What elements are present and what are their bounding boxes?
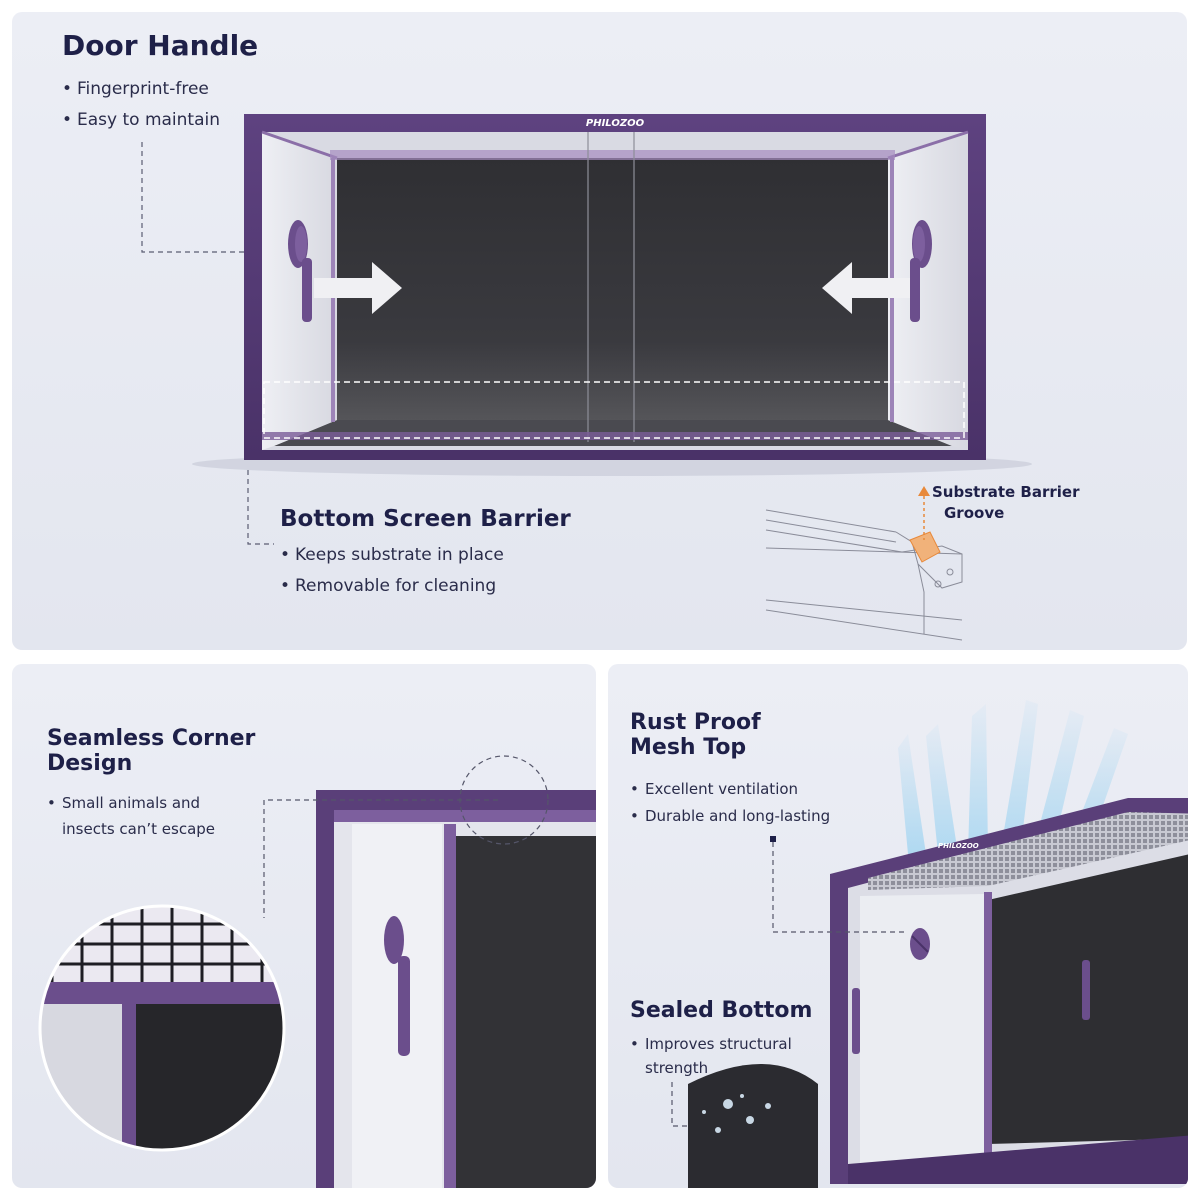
- airflow-arrows-icon: [898, 700, 1128, 854]
- door-handle-title: Door Handle: [62, 29, 259, 62]
- enclosure-back-wall: [456, 836, 596, 1188]
- bullet-item: Excellent ventilation: [630, 776, 830, 803]
- bottom-barrier-highlight: [263, 381, 965, 439]
- seamless-corner-feature-panel: Seamless Corner Design Small animals and…: [12, 664, 596, 1188]
- mesh-top: [868, 812, 1188, 890]
- bullet-item: Improves structural strength: [630, 1032, 820, 1080]
- bottom-barrier-leader-line: [247, 470, 274, 545]
- mesh-top-bullets: Excellent ventilation Durable and long-l…: [630, 776, 830, 830]
- groove-callout-label: Substrate Barrier Groove: [932, 482, 1079, 524]
- mesh-leader-marker: [770, 836, 776, 842]
- corner-closeup-illustration: [38, 755, 596, 1188]
- door-handle: [384, 916, 410, 1056]
- enclosure-angled: PHILOZOO: [830, 798, 1188, 1184]
- door-handle-feature-panel: PHILOZOO: [12, 12, 1187, 650]
- mesh-top-feature-panel: PHILOZOO Rust Proof Mesh Top Excellent v…: [608, 664, 1188, 1188]
- water-droplets-closeup: [688, 1064, 818, 1188]
- groove-label-line2: Groove: [944, 504, 1005, 522]
- groove-diagram: [765, 509, 963, 641]
- slide-left-arrow-icon: [822, 262, 910, 314]
- sealed-bottom-title: Sealed Bottom: [630, 998, 813, 1023]
- bullet-item: Durable and long-lasting: [630, 803, 830, 830]
- left-door-handle: [288, 220, 312, 322]
- mesh-top-illustration: PHILOZOO: [671, 700, 1188, 1188]
- bullet-item: Keeps substrate in place: [280, 540, 504, 571]
- corner-leader-line: [263, 799, 498, 918]
- bullet-item: Removable for cleaning: [280, 571, 504, 602]
- mesh-leader-line: [772, 842, 906, 933]
- sealed-leader-line: [671, 1082, 688, 1127]
- door-handle-leader-line: [141, 142, 244, 253]
- sealed-bottom-bullets: Improves structural strength: [630, 1032, 820, 1080]
- groove-label-line1: Substrate Barrier: [932, 483, 1080, 501]
- door-handle: [852, 928, 1090, 1054]
- enclosure-back-wall: [337, 158, 888, 420]
- slide-right-arrow-icon: [314, 262, 402, 314]
- right-door-handle: [910, 220, 932, 322]
- bottom-barrier-title: Bottom Screen Barrier: [280, 506, 571, 532]
- bullet-item: Fingerprint-free: [62, 74, 220, 105]
- bullet-item: Small animals and insects can’t escape: [47, 790, 247, 842]
- bottom-barrier-bullets: Keeps substrate in place Removable for c…: [280, 540, 504, 602]
- arrow-up-icon: [918, 486, 930, 496]
- seamless-corner-title: Seamless Corner Design: [47, 726, 256, 777]
- terrarium-front-illustration: PHILOZOO: [141, 114, 1032, 641]
- brand-logo: PHILOZOO: [586, 118, 645, 129]
- bullet-item: Easy to maintain: [62, 105, 220, 136]
- brand-logo: PHILOZOO: [938, 842, 979, 850]
- door-handle-bullets: Fingerprint-free Easy to maintain: [62, 74, 220, 136]
- seamless-corner-bullets: Small animals and insects can’t escape: [47, 790, 247, 842]
- mesh-top-title: Rust Proof Mesh Top: [630, 710, 761, 761]
